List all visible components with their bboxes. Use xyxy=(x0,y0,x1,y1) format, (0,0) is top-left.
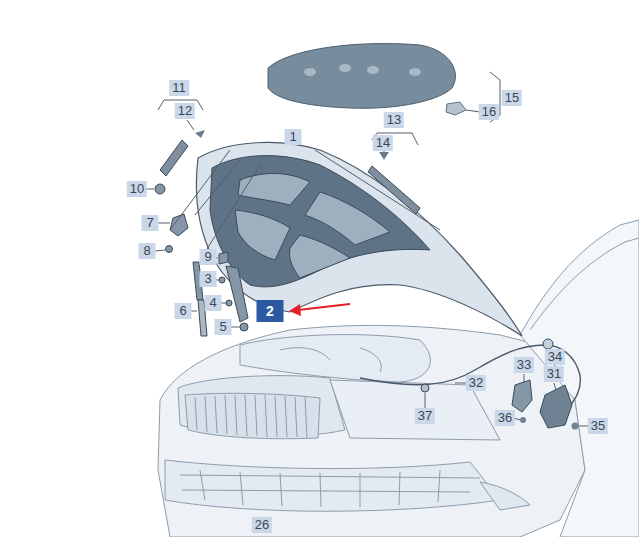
insulation-clips xyxy=(304,64,421,76)
leader-lines xyxy=(146,72,589,426)
callout-number: 36 xyxy=(495,410,515,426)
callout-number: 10 xyxy=(127,181,147,197)
callout-number: 26 xyxy=(252,517,272,533)
callout-number: 2 xyxy=(257,300,284,322)
clip xyxy=(195,130,205,138)
callout-number: 35 xyxy=(588,418,608,434)
callout-number: 4 xyxy=(205,295,222,311)
callout-number: 16 xyxy=(479,104,499,120)
callout-number: 9 xyxy=(200,249,217,265)
callout-number: 37 xyxy=(415,408,435,424)
hood-lock xyxy=(360,339,580,430)
seal-strip xyxy=(160,140,188,176)
callout-number: 8 xyxy=(139,243,156,259)
clip xyxy=(379,152,389,160)
grille xyxy=(180,393,530,510)
hood-frame xyxy=(210,156,430,287)
seal-strip xyxy=(368,166,420,214)
callout-number: 15 xyxy=(502,90,522,106)
callout-number: 3 xyxy=(200,271,217,287)
pointer-arrow xyxy=(289,304,350,316)
callout-number: 11 xyxy=(169,80,189,96)
clip xyxy=(446,102,466,115)
callout-number: 7 xyxy=(142,215,159,231)
hood xyxy=(196,142,522,336)
hood-insulation xyxy=(268,44,455,109)
callout-number: 14 xyxy=(373,135,393,151)
callout-number: 34 xyxy=(545,349,565,365)
callout-number: 31 xyxy=(544,366,564,382)
callout-number: 12 xyxy=(175,103,195,119)
callout-number: 33 xyxy=(514,357,534,373)
callout-number: 32 xyxy=(466,375,486,391)
hood-cutouts xyxy=(235,173,390,278)
callout-number: 5 xyxy=(215,319,232,335)
callout-number: 13 xyxy=(384,112,404,128)
callout-number: 6 xyxy=(175,303,192,319)
callout-number: 1 xyxy=(285,129,302,145)
